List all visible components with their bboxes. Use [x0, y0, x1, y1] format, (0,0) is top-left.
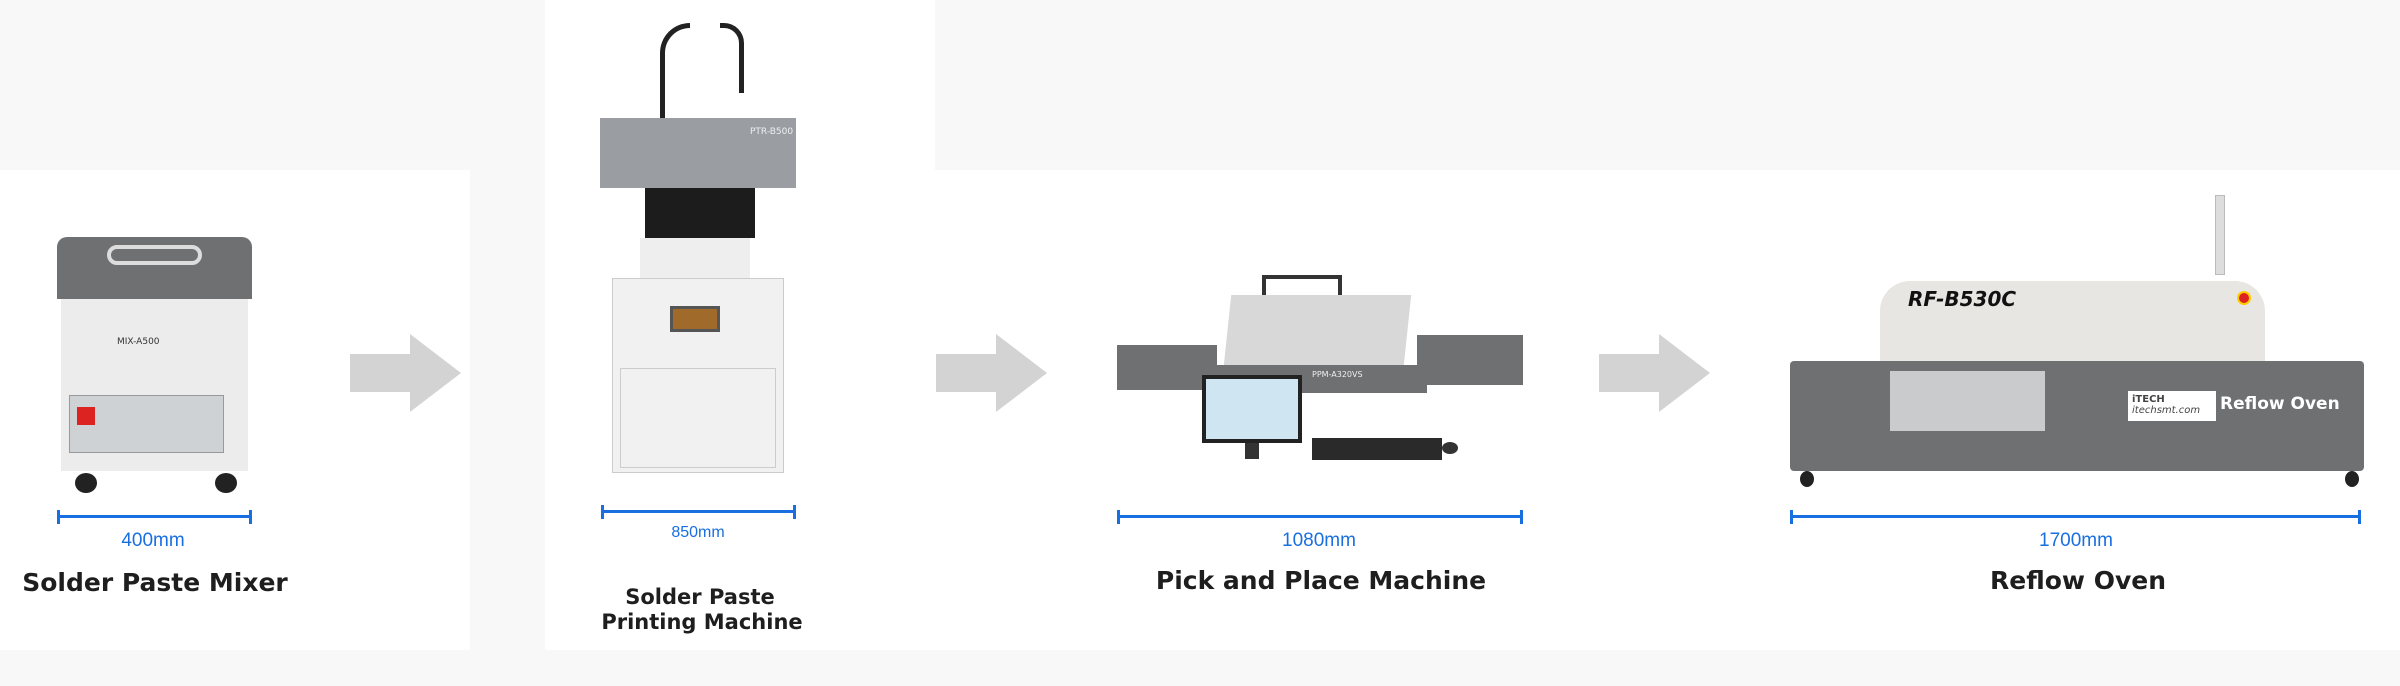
printer-width-label: 850mm: [671, 524, 725, 541]
mixer-dimension-line: [57, 510, 252, 524]
mixer-title: Solder Paste Mixer: [22, 568, 288, 597]
pnp-title: Pick and Place Machine: [1155, 566, 1487, 595]
arrow-right-icon: [936, 334, 1047, 412]
oven-title: Reflow Oven: [1989, 566, 2167, 595]
arrow-right-icon: [1599, 334, 1710, 412]
reflow-oven-image: RF-B530C iTECH itechsmt.com Reflow Oven: [1790, 191, 2364, 487]
oven-label: Reflow Oven: [2220, 394, 2340, 414]
printer-model-label: PTR-B500: [750, 127, 794, 137]
arrow-right-icon: [350, 334, 461, 412]
pnp-dimension-line: [1117, 510, 1523, 524]
oven-brand-logo: iTECH: [2132, 394, 2165, 405]
oven-width-label: 1700mm: [2039, 530, 2113, 551]
solder-paste-mixer-image: MIX-A500: [57, 237, 252, 493]
oven-site-label: itechsmt.com: [2132, 405, 2201, 416]
printer-dimension-line: [601, 505, 796, 519]
pnp-model-label: PPM-A320VS: [1312, 370, 1363, 379]
mixer-width-label: 400mm: [121, 530, 185, 551]
mixer-model-label: MIX-A500: [117, 337, 160, 347]
pnp-width-label: 1080mm: [1282, 530, 1356, 551]
oven-dimension-line: [1790, 510, 2361, 524]
pick-and-place-image: PPM-A320VS: [1117, 275, 1523, 467]
solder-paste-printer-image: PTR-B500: [600, 23, 796, 482]
printer-title-line2: Printing Machine: [601, 610, 803, 634]
oven-model-label: RF-B530C: [1908, 287, 2017, 311]
printer-title-line1: Solder Paste: [625, 585, 775, 609]
